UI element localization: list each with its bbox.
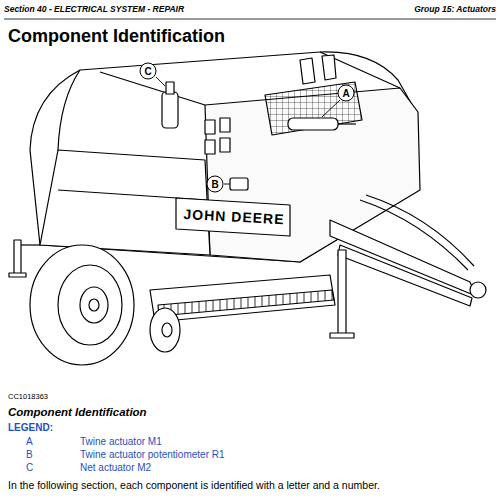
legend-text: Twine actuator M1 xyxy=(80,436,162,448)
legend-text: Net actuator M2 xyxy=(80,462,151,474)
legend-letter: C xyxy=(26,462,33,474)
callout-letter: A xyxy=(342,88,349,99)
callout-circle: C xyxy=(139,62,157,80)
section-subheading: Component Identification xyxy=(8,406,147,419)
section-header: Section 40 - ELECTRICAL SYSTEM - REPAIR xyxy=(4,5,184,15)
callout-letter: B xyxy=(211,179,218,190)
group-header: Group 15: Actuators xyxy=(414,5,496,15)
legend-heading: LEGEND: xyxy=(8,422,53,434)
caption-text: In the following section, each component… xyxy=(8,479,380,491)
figure-id: CC1018363 xyxy=(8,393,48,402)
callout-letter: C xyxy=(144,66,151,77)
callout-circle: B xyxy=(206,175,224,193)
legend-letter: A xyxy=(26,436,33,448)
page-title: Component Identification xyxy=(8,26,225,47)
legend-letter: B xyxy=(26,449,33,461)
legend-text: Twine actuator potentiometer R1 xyxy=(80,449,225,461)
callout-circle: A xyxy=(337,84,355,102)
